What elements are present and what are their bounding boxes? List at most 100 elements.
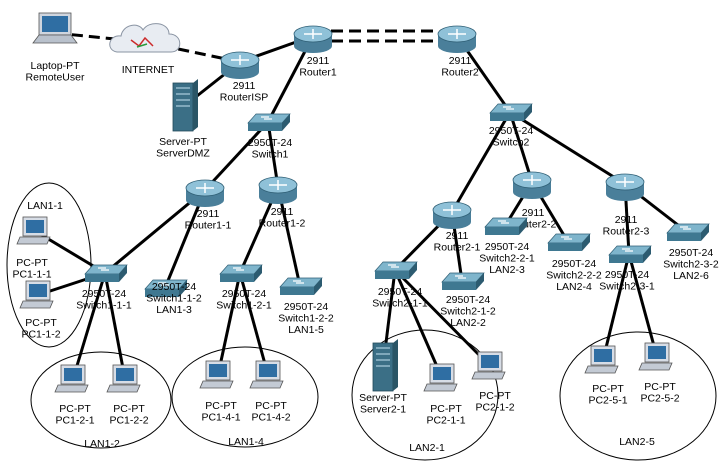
device-label-pc111-1: PC1-1-1: [12, 269, 51, 281]
lan-label-lan25: LAN2-5: [619, 436, 655, 448]
device-label-switch2-1: Switch2: [493, 137, 530, 149]
pc-icon: [106, 364, 141, 393]
laptop-icon: [32, 12, 78, 44]
link-switch2-router23: [509, 110, 626, 186]
device-label-sw111-1: Switch1-1-1: [76, 300, 132, 312]
device-label-router23-0: 2911: [615, 214, 638, 226]
device-label-pc112-0: PC-PT: [25, 317, 57, 329]
pc-icon: [584, 345, 619, 374]
device-label-pc211-1: PC2-1-1: [426, 415, 465, 427]
router-icon: [512, 171, 552, 199]
switch-icon: [441, 272, 485, 290]
switch-icon: [247, 113, 291, 131]
switch-icon: [279, 277, 323, 295]
router-icon: [220, 51, 260, 79]
device-label-sw231-1: Switch2-3-1: [599, 281, 655, 293]
switch-icon: [84, 264, 128, 282]
device-label-sw211-0: 2950T-24: [378, 286, 423, 298]
lan-label-lan14: LAN1-4: [228, 436, 264, 448]
lan-label-lan21: LAN2-1: [409, 442, 445, 454]
device-label-pc141-1: PC1-4-1: [201, 412, 240, 424]
device-label-switch1-1: Switch1: [252, 149, 289, 161]
device-label-pc142-1: PC1-4-2: [251, 412, 290, 424]
device-label-serverdmz-1: ServerDMZ: [156, 148, 210, 160]
link-sw111-pc122: [103, 272, 127, 380]
link-sw231-pc251: [601, 253, 631, 361]
device-label-sw232-1: Switch2-3-2: [663, 259, 719, 271]
device-label-sw221-0: 2950T-24: [485, 241, 530, 253]
device-internet[interactable]: INTERNET: [109, 23, 181, 76]
device-label-pc112-1: PC1-1-2: [21, 329, 60, 341]
switch-icon: [666, 223, 710, 241]
device-label-router2-0: 2911: [449, 55, 472, 67]
device-label-router23-1: Router2-3: [603, 226, 650, 238]
device-label-pc121-1: PC1-2-1: [55, 415, 94, 427]
device-label-sw122-1: Switch1-2-2: [278, 313, 334, 325]
device-label-routerisp-0: 2911: [233, 80, 256, 92]
device-label-sw232-0: 2950T-24: [669, 247, 714, 259]
device-label-router11-0: 2911: [197, 208, 220, 220]
device-label-router12-0: 2911: [271, 206, 294, 218]
router-icon: [432, 201, 472, 229]
device-label-switch1-0: 2950T-24: [248, 137, 293, 149]
device-label-router1-1: Router1: [299, 67, 337, 79]
device-label-pc121-0: PC-PT: [59, 403, 91, 415]
device-label-laptop-1: RemoteUser: [26, 72, 85, 84]
link-switch2-router21: [450, 111, 512, 213]
device-label-pc252-1: PC2-5-2: [640, 393, 679, 405]
device-label-sw121-0: 2950T-24: [222, 288, 267, 300]
device-label-sw111-0: 2950T-24: [82, 288, 127, 300]
device-label-sw221-1: Switch2-2-1: [479, 253, 535, 265]
router-icon: [293, 25, 333, 53]
router-icon: [258, 176, 298, 204]
device-label-pc252-0: PC-PT: [644, 381, 676, 393]
device-label-router11-1: Router1-1: [185, 220, 232, 232]
device-label-pc111-0: PC-PT: [16, 257, 48, 269]
link-switch1-router11: [203, 120, 270, 192]
device-label-pc122-1: PC1-2-2: [109, 415, 148, 427]
device-label-sw231-0: 2950T-24: [605, 269, 650, 281]
pc-icon: [16, 216, 51, 245]
device-label-pc251-1: PC2-5-1: [588, 395, 627, 407]
device-label-sw221-2: LAN2-3: [489, 264, 525, 276]
device-label-sw212-0: 2950T-24: [446, 294, 491, 306]
device-label-sw121-1: Switch1-2-1: [216, 300, 272, 312]
device-label-pc142-0: PC-PT: [255, 400, 287, 412]
device-label-sw122-0: 2950T-24: [284, 301, 329, 313]
link-router11-sw111: [104, 188, 206, 275]
